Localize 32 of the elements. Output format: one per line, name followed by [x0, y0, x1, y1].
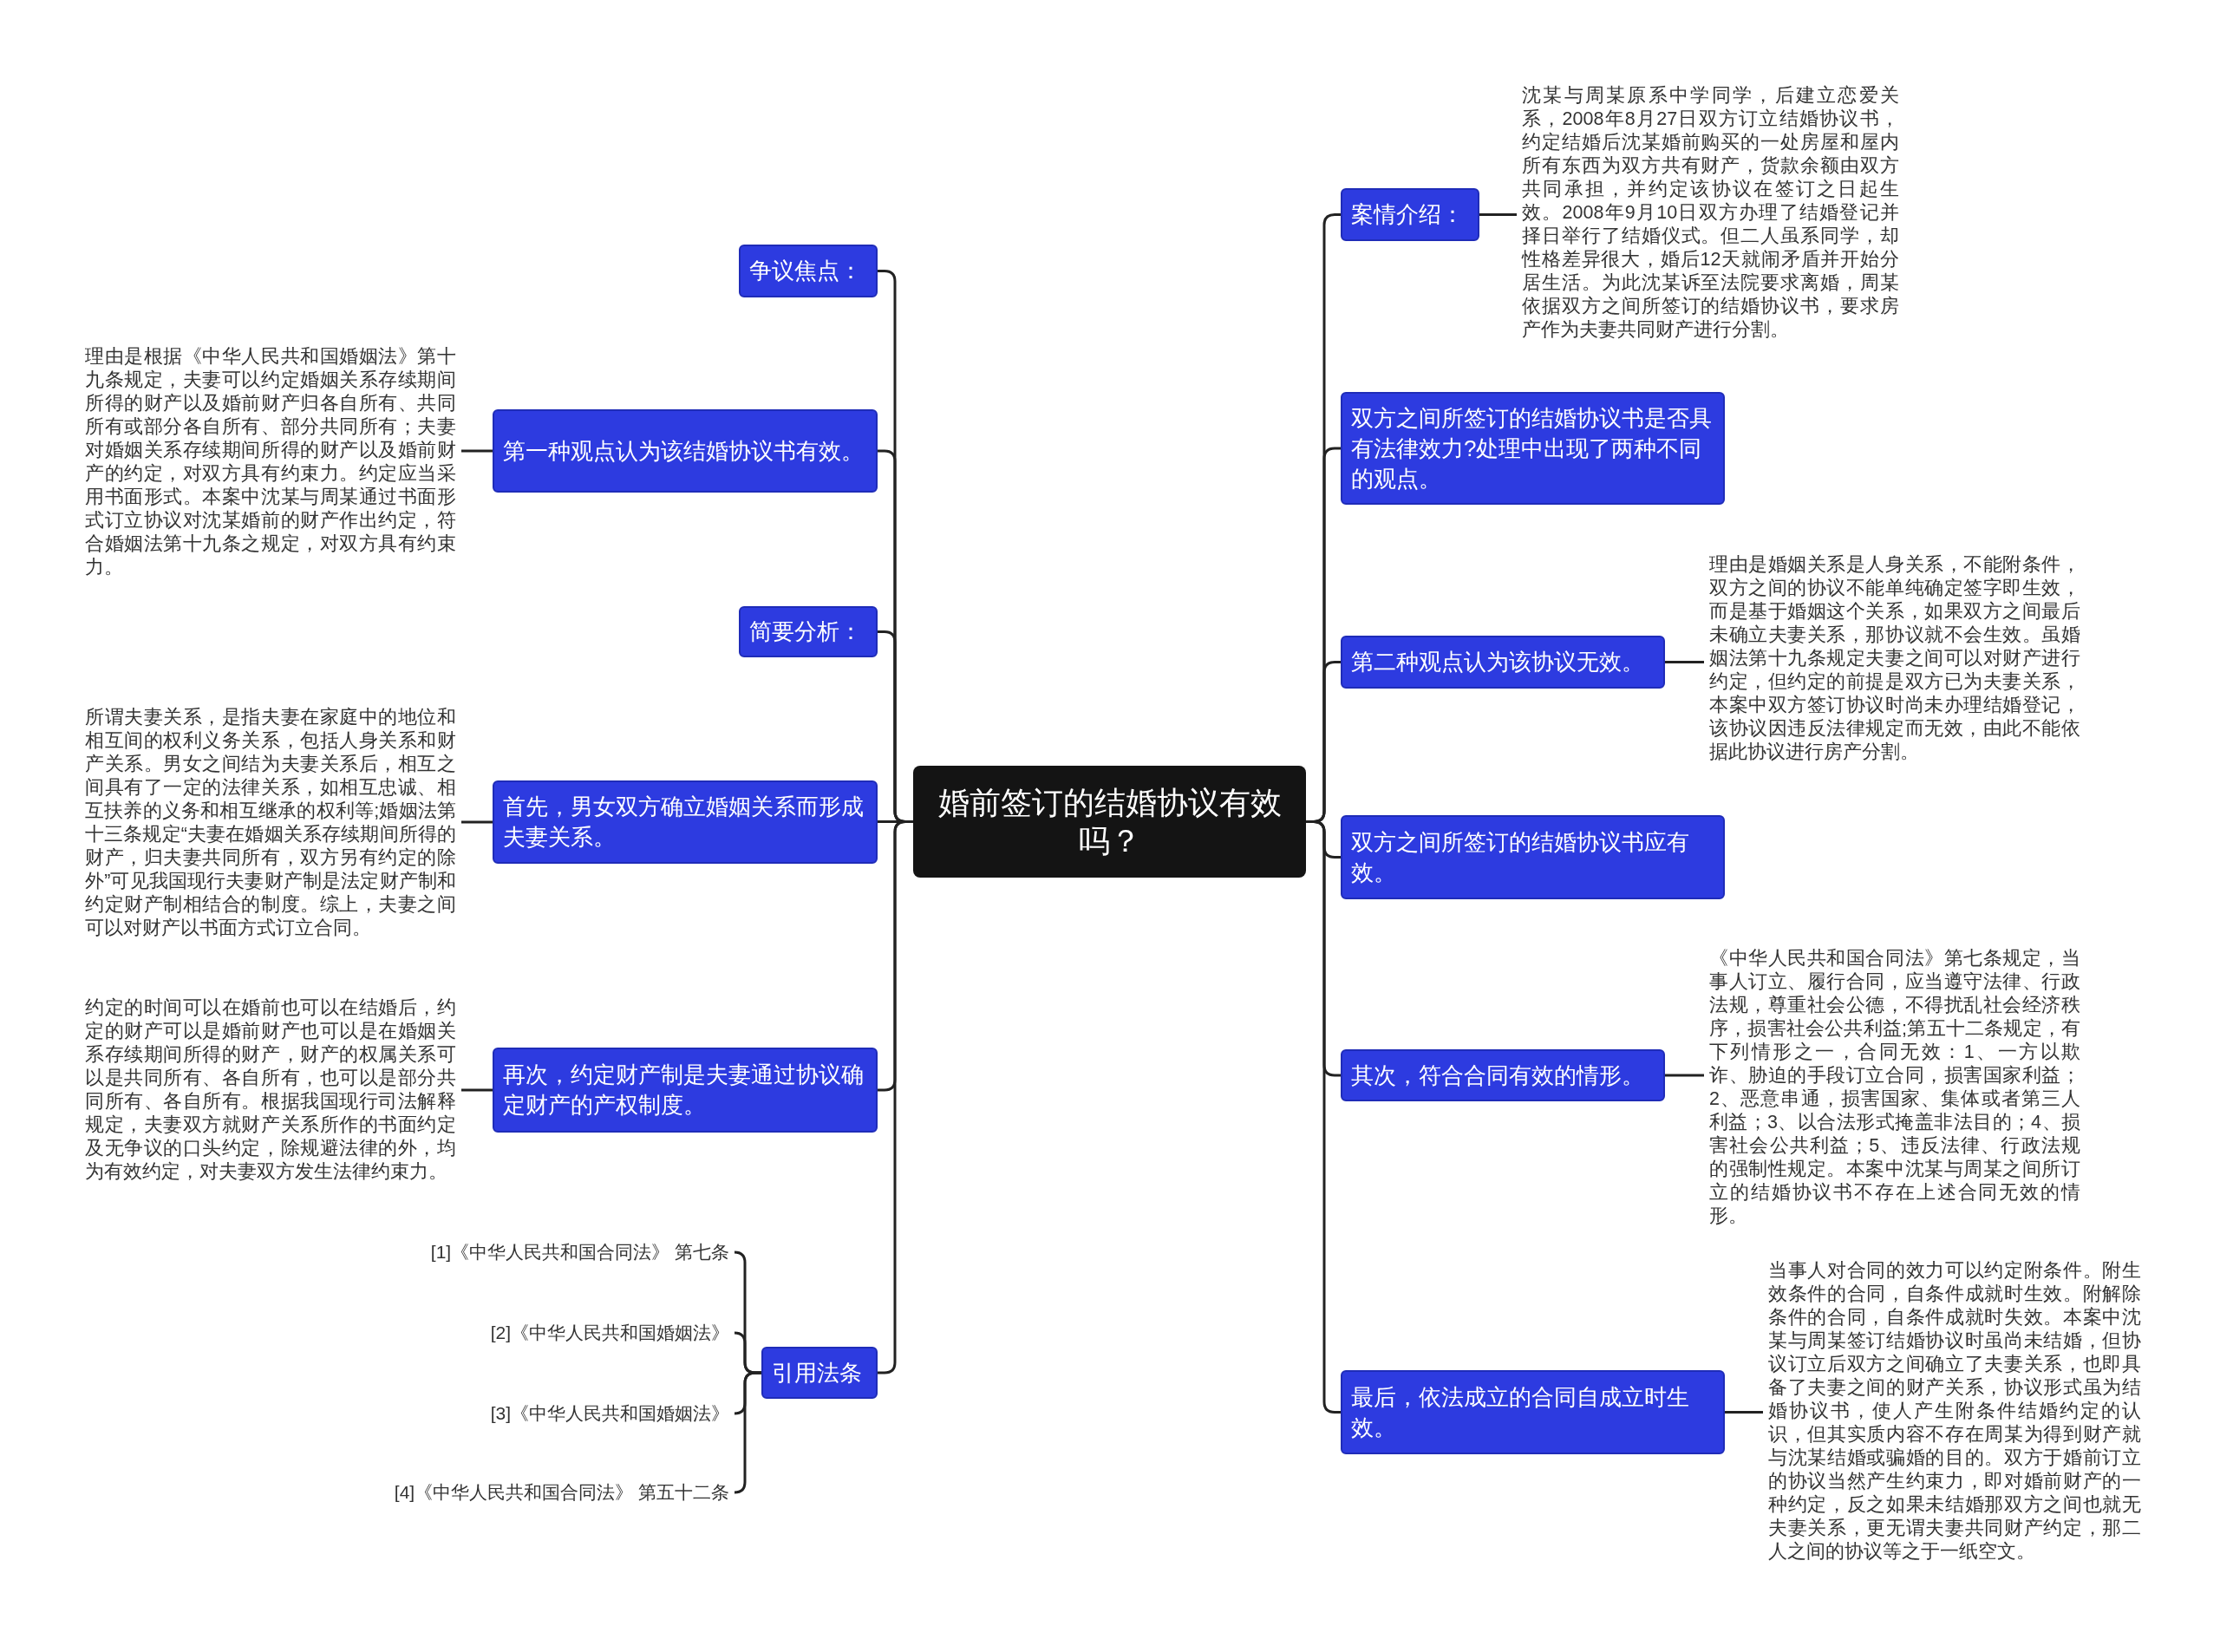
note-text: 沈某与周某原系中学同学，后建立恋爱关系，2008年8月27日双方订立结婚协议书，约定结婚后沈某婚前购买的一处房屋和屋内所有东西为双方共有财产，货款余额由双方共同承担，并约定该协议在签订之日起生效。2008年9月10日双方办理了结婚登记并择日举行了结婚仪式。但二人虽系同学，却性格差异很大，婚后12天就闹矛盾并开始分居生活。为此沈某诉至法院要求离婚，周某依据双方之间所签订的结婚协议书，要求房产作为夫妻共同财产进行分割。	[1522, 84, 1899, 342]
connector-line	[733, 1371, 761, 1494]
topic-box: 第二种观点认为该协议无效。	[1341, 636, 1665, 689]
note-text: 理由是婚姻关系是人身关系，不能附条件，双方之间的协议不能单纯确定签字即生效，而是基于婚姻这个关系，如果双方之间最后未确立夫妻关系，那协议就不会生效。虽婚姻法第十九条规定夫妻之间可以对财产进行约定，但约定的前提是双方已为夫妻关系，本案中双方签订协议时尚未办理结婚登记，该协议因违反法律规定而无效，由此不能依据此协议进行房产分割。	[1709, 553, 2080, 764]
connector-line	[1665, 661, 1704, 663]
topic-box: 争议焦点：	[739, 245, 878, 297]
connector-line	[1479, 213, 1517, 216]
connector-line	[461, 820, 493, 824]
topic-box: 双方之间所签订的结婚协议书应有效。	[1341, 815, 1725, 899]
topic-box: 最后，依法成立的合同自成立时生效。	[1341, 1370, 1725, 1454]
topic-box: 案情介绍：	[1341, 188, 1479, 241]
topic-box: 双方之间所签订的结婚协议书是否具有法律效力?处理中出现了两种不同的观点。	[1341, 392, 1725, 505]
topic-box: 首先，男女双方确立婚姻关系而形成夫妻关系。	[493, 780, 878, 864]
topic-box: 第一种观点认为该结婚协议书有效。	[493, 409, 878, 493]
topic-box: 引用法条	[761, 1347, 878, 1399]
note-text: 《中华人民共和国合同法》第七条规定，当事人订立、履行合同，应当遵守法律、行政法规，尊重社会公德，不得扰乱社会经济秩序，损害社会公共利益;第五十二条规定，有下列情形之一，合同无效：1、一方以欺诈、胁迫的手段订立合同，损害国家利益；2、恶意串通，损害国家、集体或者第三人利益；3、以合法形式掩盖非法目的；4、损害社会公共利益；5、违反法律、行政法规的强制性规定。本案中沈某与周某之间所订立的结婚协议书不存在上述合同无效的情形。	[1709, 947, 2080, 1228]
citation-text: [2]《中华人民共和国婚姻法》	[364, 1322, 729, 1344]
topic-box: 其次，符合合同有效的情形。	[1341, 1049, 1665, 1101]
connector-line	[1725, 1411, 1763, 1414]
topic-box: 简要分析：	[739, 606, 878, 657]
note-text: 理由是根据《中华人民共和国婚姻法》第十九条规定，夫妻可以约定婚姻关系存续期间所得的财产以及婚前财产归各自所有、共同所有或部分各自所有、部分共同所有；夫妻对婚姻关系存续期间所得的财产以及婚前财产的约定，对双方具有约束力。约定应当采用书面形式。本案中沈某与周某通过书面形式订立协议对沈某婚前的财产作出约定，符合婚姻法第十九条之规定，对双方具有约束力。	[85, 345, 456, 579]
connector-line	[461, 1088, 493, 1092]
note-text: 约定的时间可以在婚前也可以在结婚后，约定的财产可以是婚前财产也可以是在婚姻关系存续期间所得的财产，财产的权属关系可以是共同所有、各自所有，也可以是部分共同所有、各自所有。根据我国现行司法解释规定，夫妻双方就财产关系所作的书面约定及无争议的口头约定，除规避法律的外，均为有效约定，对夫妻双方发生法律约束力。	[85, 996, 456, 1184]
citation-text: [3]《中华人民共和国婚姻法》	[364, 1402, 729, 1425]
connector-line	[461, 449, 493, 453]
topic-box: 再次，约定财产制是夫妻通过协议确定财产的产权制度。	[493, 1048, 878, 1133]
connector-line	[1665, 1074, 1704, 1077]
citation-text: [1]《中华人民共和国合同法》 第七条	[364, 1241, 729, 1263]
citation-text: [4]《中华人民共和国合同法》 第五十二条	[364, 1481, 729, 1504]
central-topic-box: 婚前签订的结婚协议有效吗？	[913, 766, 1306, 878]
note-text: 当事人对合同的效力可以约定附条件。附生效条件的合同，自条件成就时生效。附解除条件的合同，自条件成就时失效。本案中沈某与周某签订结婚协议时虽尚未结婚，但协议订立后双方之间确立了夫妻关系，也即具备了夫妻之间的财产关系，协议形式虽为结婚协议书，使人产生附条件结婚约定的认识，但其实质内容不存在周某为得到财产就与沈某结婚或骗婚的目的。双方于婚前订立的协议当然产生约束力，即对婚前财产的一种约定，反之如果未结婚那双方之间也就无夫妻关系，更无谓夫妻共同财产约定，那二人之间的协议等之于一纸空文。	[1768, 1259, 2141, 1564]
note-text: 所谓夫妻关系，是指夫妻在家庭中的地位和相互间的权利义务关系，包括人身关系和财产关系。男女之间结为夫妻关系后，相互之间具有了一定的法律关系，如相互忠诚、相互扶养的义务和相互继承的权利等;婚姻法第十三条规定“夫妻在婚姻关系存续期间所得的财产，归夫妻共同所有，双方另有约定的除外”可见我国现行夫妻财产制是法定财产制和约定财产制相结合的制度。综上，夫妻之间可以对财产以书面方式订立合同。	[85, 706, 456, 940]
